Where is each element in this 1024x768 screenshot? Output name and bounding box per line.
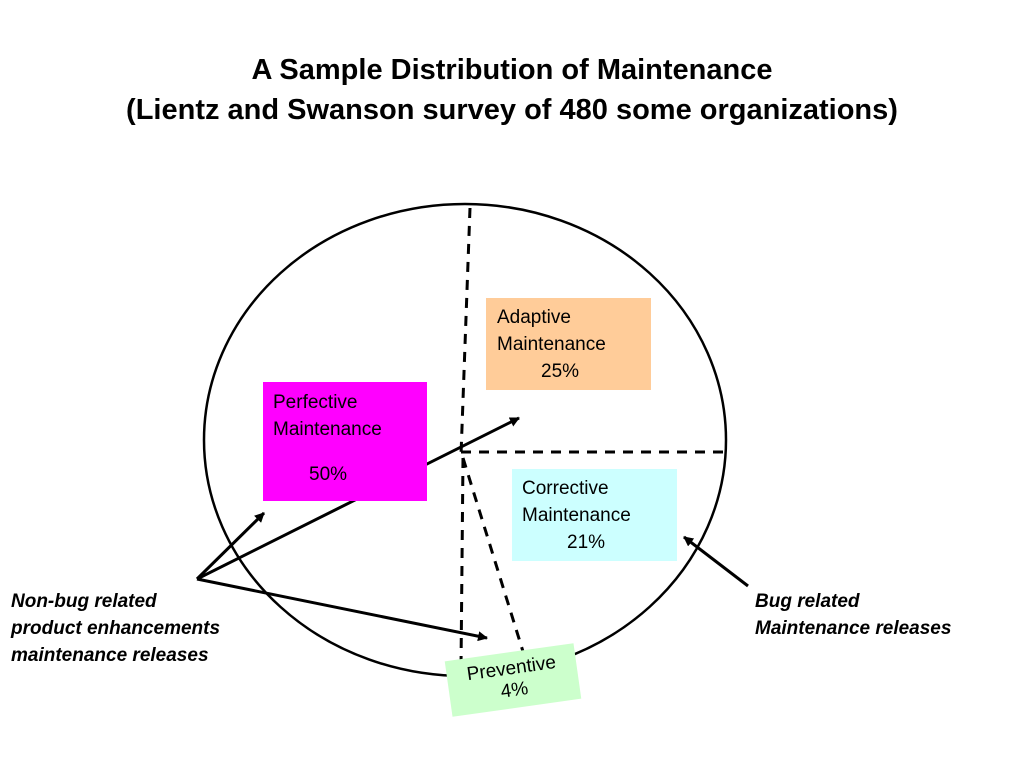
arrow-to-perfective [195,511,266,581]
perfective-percent: 50% [309,464,348,485]
divider-top [459,207,472,456]
divider-bottom [459,457,465,668]
perfective-label-line2: Maintenance [273,419,382,440]
adaptive-maintenance-box: Adaptive Maintenance 25% [486,298,651,390]
non-bug-line2: product enhancements [11,618,221,639]
non-bug-line3: maintenance releases [11,645,209,666]
adaptive-label-line2: Maintenance [497,334,606,355]
adaptive-percent: 25% [541,361,580,382]
arrow-to-preventive [196,577,488,642]
non-bug-annotation: Non-bug related product enhancements mai… [11,588,220,669]
bug-line2: Maintenance releases [755,618,952,639]
bug-annotation: Bug related Maintenance releases [755,588,951,642]
page-subtitle: (Lientz and Swanson survey of 480 some o… [126,94,898,126]
corrective-percent: 21% [567,532,606,553]
non-bug-line1: Non-bug related [11,591,157,612]
corrective-label-line2: Maintenance [522,505,631,526]
corrective-maintenance-box: Corrective Maintenance 21% [512,469,677,561]
arrow-to-corrective [683,535,749,588]
adaptive-label-line1: Adaptive [497,307,571,328]
corrective-label-line1: Corrective [522,478,609,499]
bug-line1: Bug related [755,591,860,612]
page-title: A Sample Distribution of Maintenance [251,54,773,86]
perfective-label-line1: Perfective [273,392,358,413]
perfective-maintenance-box: Perfective Maintenance 50% [263,382,427,501]
